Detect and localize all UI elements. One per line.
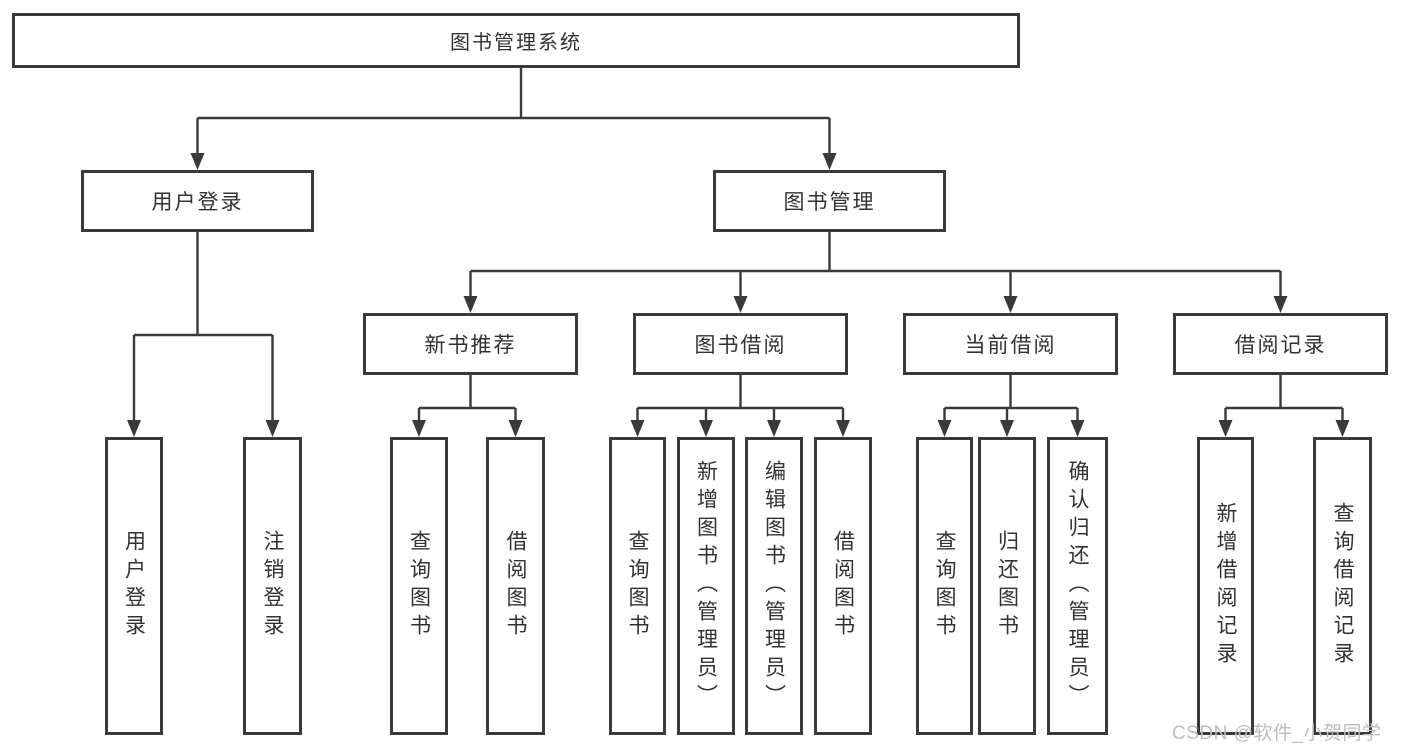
node-new-book-recommend: 新书推荐 (363, 313, 578, 375)
leaf-logout: 注销登录 (243, 437, 302, 735)
leaf-current-return-books: 归还图书 (978, 437, 1036, 735)
node-book-borrow: 图书借阅 (633, 313, 848, 375)
node-book-management: 图书管理 (713, 170, 946, 232)
node-user-login: 用户登录 (81, 170, 314, 232)
node-root: 图书管理系统 (12, 13, 1020, 68)
leaf-current-query-books: 查询图书 (916, 437, 973, 735)
connector-records-branch (1224, 375, 1344, 422)
connector-recommend-branch (417, 375, 517, 422)
leaf-records-add-record: 新增借阅记录 (1197, 437, 1254, 735)
leaf-borrow-edit-books-admin: 编辑图书（管理员） (745, 437, 803, 735)
connector-borrow-branch (636, 375, 845, 422)
connector-current-branch (943, 375, 1079, 422)
leaf-borrow-add-books-admin: 新增图书（管理员） (677, 437, 735, 735)
leaf-recommend-borrow-books: 借阅图书 (486, 437, 545, 735)
leaf-records-query-record: 查询借阅记录 (1313, 437, 1372, 735)
leaf-recommend-query-books: 查询图书 (390, 437, 448, 735)
leaf-user-login: 用户登录 (105, 437, 163, 735)
csdn-watermark: CSDN @软件_小贺同学 (1172, 723, 1382, 744)
connector-mgmt-branch (469, 232, 1282, 298)
connector-root (196, 68, 831, 157)
leaf-current-confirm-return-admin: 确认归还（管理员） (1047, 437, 1108, 735)
leaf-borrow-borrow-books: 借阅图书 (814, 437, 872, 735)
connector-login-branch (132, 232, 274, 422)
leaf-borrow-query-books: 查询图书 (609, 437, 666, 735)
node-loan-records: 借阅记录 (1173, 313, 1388, 375)
node-current-loans: 当前借阅 (903, 313, 1118, 375)
